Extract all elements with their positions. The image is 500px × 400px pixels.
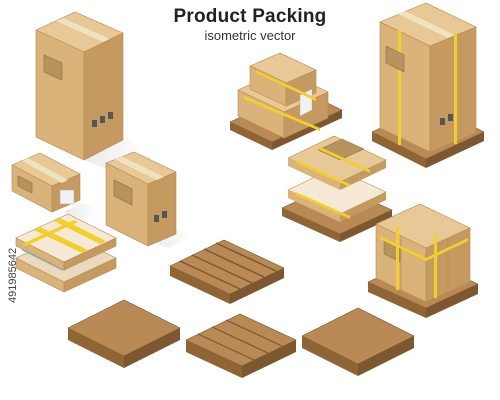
double-crate-pallet	[281, 135, 393, 242]
long-box	[11, 152, 100, 220]
tall-box	[35, 11, 150, 170]
page-subtitle: isometric vector	[204, 28, 296, 43]
empty-pallet-solid-right	[301, 307, 415, 376]
stacked-boxes-pallet	[229, 52, 343, 150]
four-box-pallet	[367, 203, 479, 318]
tall-box-pallet	[371, 2, 485, 168]
medium-box	[105, 151, 195, 248]
stock-id-label: 491985642	[7, 247, 19, 303]
wrapped-panel	[15, 213, 117, 293]
empty-pallet-slatted	[169, 239, 285, 304]
page-title: Product Packing	[173, 6, 327, 27]
empty-pallet-center	[185, 313, 297, 378]
empty-pallet-solid-left	[67, 299, 181, 368]
